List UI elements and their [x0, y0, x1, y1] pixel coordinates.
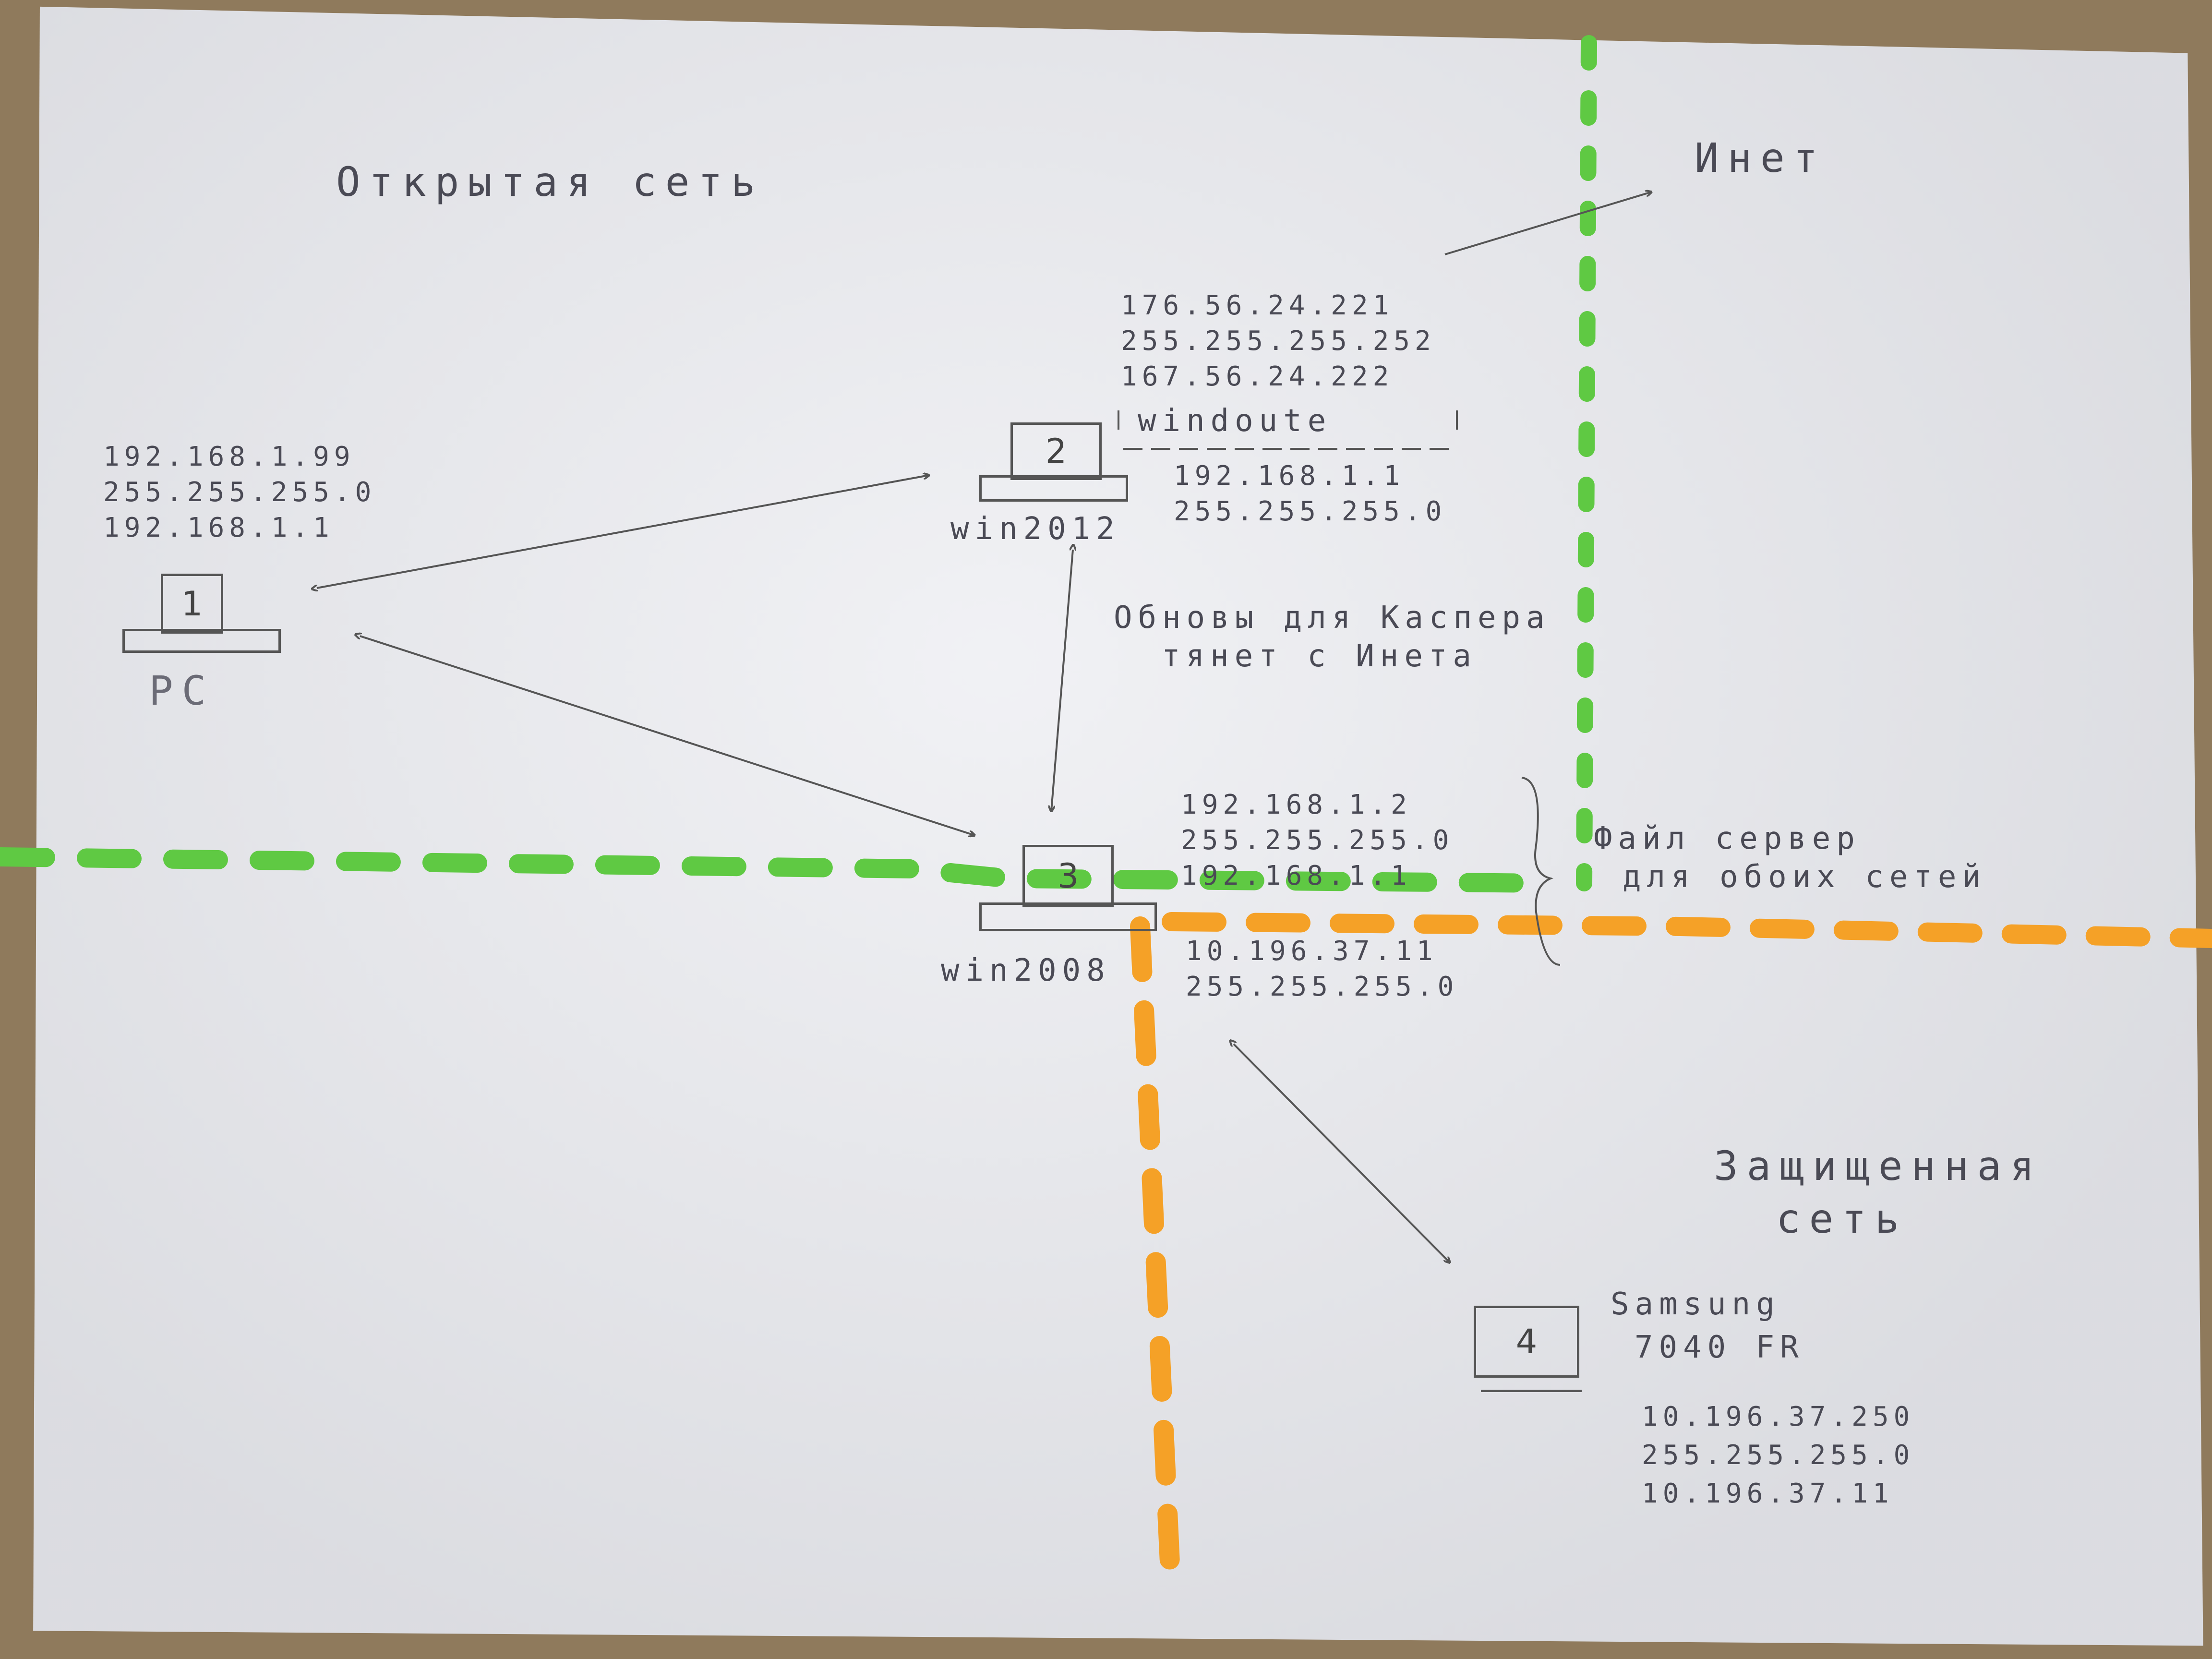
printer-base — [1481, 1390, 1582, 1392]
win2008-label: win2008 — [941, 953, 1111, 988]
arrow-pc-win2012 — [317, 475, 929, 588]
win2008-base — [979, 902, 1157, 931]
win2008-lan-block: 192.168.1.2 255.255.255.0 192.168.1.1 — [1181, 787, 1454, 894]
pc-gateway: 192.168.1.1 — [103, 512, 334, 543]
win2008-protected-mask: 255.255.255.0 — [1186, 971, 1459, 1002]
win2012-lan-mask: 255.255.255.0 — [1174, 496, 1447, 527]
orange-border-vertical — [1130, 916, 1181, 1604]
pc-number: 1 — [161, 574, 223, 634]
win2008-lan-gateway: 192.168.1.1 — [1181, 860, 1412, 891]
pc-ip: 192.168.1.99 — [103, 441, 355, 472]
fileserver-note-2: для обоих сетей — [1623, 859, 1986, 895]
green-border-horizontal — [0, 847, 1555, 893]
internet-label: Инет — [1695, 134, 1827, 181]
printer-label-2: 7040 FR — [1635, 1330, 1804, 1365]
pc-computer-icon: 1 — [122, 574, 286, 658]
win2008-protected-ip: 10.196.37.11 — [1186, 936, 1438, 967]
green-border-vertical — [1576, 35, 1597, 891]
windoute-box — [1118, 410, 1458, 450]
win2008-lan-ip: 192.168.1.2 — [1181, 789, 1412, 820]
printer-mask: 255.255.255.0 — [1642, 1440, 1915, 1471]
printer-address-block: 10.196.37.250 255.255.255.0 10.196.37.11 — [1642, 1399, 1914, 1512]
kasper-note-2: тянет с Инета — [1162, 638, 1477, 674]
protected-network-label-1: Защищенная — [1714, 1142, 2043, 1190]
win2012-wan-mask: 255.255.255.252 — [1121, 325, 1436, 357]
pc-mask: 255.255.255.0 — [103, 477, 376, 508]
win2012-wan-gateway: 167.56.24.222 — [1121, 361, 1394, 392]
pc-base — [122, 629, 281, 653]
arrow-pc-win2008 — [360, 636, 974, 835]
orange-border-horizontal — [1162, 912, 2212, 948]
fileserver-note-1: Файл сервер — [1594, 821, 1861, 856]
win2012-lan-block: 192.168.1.1 255.255.255.0 — [1174, 458, 1446, 529]
win2012-number: 2 — [1010, 422, 1102, 480]
win2012-wan-block: 176.56.24.221 255.255.255.252 167.56.24.… — [1121, 288, 1436, 395]
protected-network-label-2: сеть — [1776, 1195, 1908, 1242]
printer-device-icon: 4 — [1469, 1306, 1594, 1397]
win2008-protected-block: 10.196.37.11 255.255.255.0 — [1186, 934, 1458, 1005]
win2012-label: win2012 — [950, 511, 1120, 547]
printer-number: 4 — [1474, 1306, 1579, 1378]
printer-ip: 10.196.37.250 — [1642, 1401, 1915, 1432]
pc-label: PC — [149, 667, 215, 714]
printer-gateway: 10.196.37.11 — [1642, 1478, 1894, 1509]
win2012-computer-icon: 2 — [979, 422, 1133, 506]
brace-fileserver — [1521, 777, 1561, 966]
win2012-base — [979, 475, 1128, 502]
open-network-label: Открытая сеть — [336, 158, 764, 205]
win2008-lan-mask: 255.255.255.0 — [1181, 825, 1454, 856]
arrow-win2012-win2008 — [1051, 550, 1073, 811]
win2008-computer-icon: 3 — [979, 845, 1171, 936]
arrow-to-internet — [1444, 192, 1651, 255]
win2008-number: 3 — [1022, 845, 1114, 907]
win2012-wan-ip: 176.56.24.221 — [1121, 290, 1394, 321]
pc-address-block: 192.168.1.99 255.255.255.0 192.168.1.1 — [103, 439, 376, 546]
arrow-win2008-printer — [1234, 1044, 1450, 1262]
win2012-service: windoute — [1138, 403, 1332, 439]
kasper-note-1: Обновы для Каспера — [1114, 600, 1551, 636]
win2012-lan-ip: 192.168.1.1 — [1174, 460, 1405, 492]
printer-label-1: Samsung — [1611, 1286, 1780, 1322]
